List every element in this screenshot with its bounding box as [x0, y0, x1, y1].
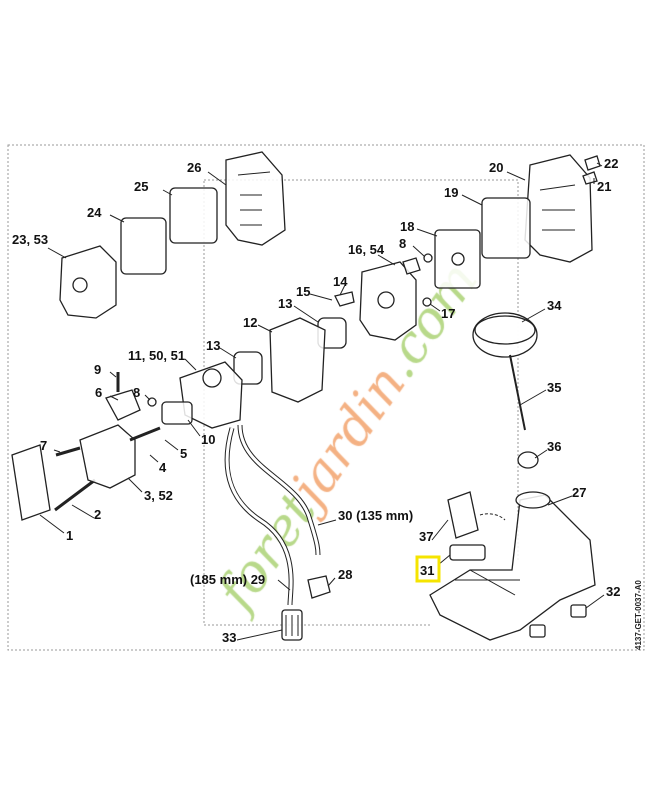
- callout-12[interactable]: 12: [243, 315, 257, 330]
- callout-16-54[interactable]: 16, 54: [348, 242, 385, 257]
- callout-5[interactable]: 5: [180, 446, 187, 461]
- valve-28[interactable]: [307, 575, 331, 599]
- plate-12[interactable]: [269, 317, 326, 403]
- filter-element-25[interactable]: [169, 187, 218, 244]
- callout-32[interactable]: 32: [606, 584, 620, 599]
- callout-13b[interactable]: 13: [206, 338, 220, 353]
- fuel-filter-33[interactable]: [281, 609, 303, 641]
- bracket-14[interactable]: [334, 291, 355, 307]
- bolt-2[interactable]: [54, 478, 96, 512]
- intake-manifold-3[interactable]: [79, 424, 136, 489]
- callout-9[interactable]: 9: [94, 362, 101, 377]
- callout-29[interactable]: (185 mm) 29: [190, 572, 265, 587]
- fuel-line-29-inner: [225, 427, 293, 606]
- leader-lines: [39, 162, 605, 641]
- lever-6[interactable]: [105, 389, 141, 421]
- screw-4[interactable]: [129, 426, 161, 442]
- callout-8b[interactable]: 8: [133, 385, 140, 400]
- fuel-tank-27[interactable]: [429, 491, 596, 641]
- callout-37[interactable]: 37: [419, 529, 433, 544]
- tank-cap-34[interactable]: [472, 312, 538, 358]
- gasket-1[interactable]: [11, 444, 51, 521]
- gasket-13b[interactable]: [233, 351, 263, 385]
- callout-20[interactable]: 20: [489, 160, 503, 175]
- callout-18[interactable]: 18: [400, 219, 414, 234]
- gasket-10[interactable]: [161, 401, 193, 425]
- callout-1[interactable]: 1: [66, 528, 73, 543]
- filter-plate-18[interactable]: [434, 229, 481, 289]
- carburetor-part[interactable]: [179, 361, 243, 429]
- washer-17[interactable]: [422, 297, 432, 307]
- callout-22[interactable]: 22: [604, 156, 618, 171]
- callout-6[interactable]: 6: [95, 385, 102, 400]
- buffer-32[interactable]: [570, 604, 587, 618]
- diagram-frame: [7, 144, 645, 651]
- filter-base-part[interactable]: [59, 245, 117, 319]
- callout-15[interactable]: 15: [296, 284, 310, 299]
- screw-7[interactable]: [55, 446, 81, 457]
- callout-4[interactable]: 4: [159, 460, 167, 475]
- callout-26[interactable]: 26: [187, 160, 201, 175]
- label-37[interactable]: [447, 491, 506, 539]
- callout-10[interactable]: 10: [201, 432, 215, 447]
- callout-23-53[interactable]: 23, 53: [12, 232, 48, 247]
- callout-21[interactable]: 21: [597, 179, 611, 194]
- callout-25[interactable]: 25: [134, 179, 148, 194]
- callout-14[interactable]: 14: [333, 274, 348, 289]
- nut-8[interactable]: [423, 253, 433, 263]
- filter-element-19[interactable]: [481, 197, 531, 259]
- air-filter-cover-right-part[interactable]: [524, 154, 593, 263]
- drawing-code: 4137-GET-0037-A0: [634, 580, 643, 650]
- callout-35[interactable]: 35: [547, 380, 561, 395]
- sub-assembly-frame: [203, 179, 519, 626]
- grommet-31[interactable]: [449, 544, 486, 561]
- callout-31[interactable]: 31: [420, 563, 434, 578]
- callout-8[interactable]: 8: [399, 236, 406, 251]
- callout-24[interactable]: 24: [87, 205, 102, 220]
- callout-3-52[interactable]: 3, 52: [144, 488, 173, 503]
- retainer-35[interactable]: [509, 354, 526, 431]
- callout-34[interactable]: 34: [547, 298, 562, 313]
- callout-36[interactable]: 36: [547, 439, 561, 454]
- callout-17[interactable]: 17: [441, 306, 455, 321]
- screw-22[interactable]: [584, 155, 601, 171]
- air-filter-cover-part[interactable]: [225, 151, 286, 246]
- highlight-box: [415, 555, 441, 583]
- fuel-pickup-36[interactable]: [517, 451, 539, 469]
- filter-housing-part[interactable]: [359, 261, 417, 341]
- callout-2[interactable]: 2: [94, 507, 101, 522]
- callout-28[interactable]: 28: [338, 567, 352, 582]
- callout-labels: 26 25 24 23, 53 20 22 21 19 18 8 16, 54 …: [12, 156, 620, 645]
- callout-11-50-51[interactable]: 11, 50, 51: [128, 348, 185, 363]
- filter-element-24[interactable]: [120, 217, 167, 275]
- buffer-32b[interactable]: [529, 624, 546, 638]
- fuel-line-30-inner: [238, 424, 320, 556]
- callout-30[interactable]: 30 (135 mm): [338, 508, 413, 523]
- callout-33[interactable]: 33: [222, 630, 236, 645]
- screw-16[interactable]: [402, 257, 421, 275]
- callout-13[interactable]: 13: [278, 296, 292, 311]
- callout-19[interactable]: 19: [444, 185, 458, 200]
- callout-27[interactable]: 27: [572, 485, 586, 500]
- callout-7[interactable]: 7: [40, 438, 47, 453]
